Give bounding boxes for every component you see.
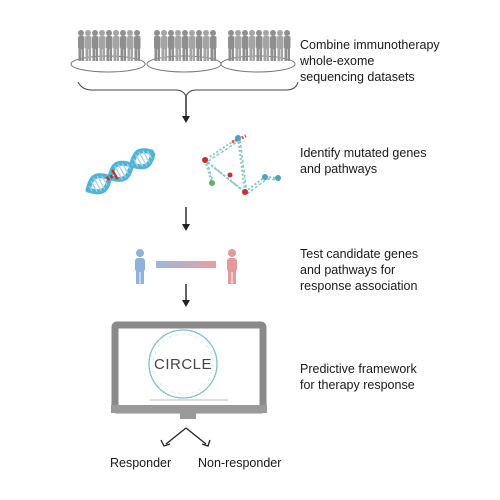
patient-cohorts: [70, 30, 296, 73]
arrow-head-icon: [182, 116, 190, 123]
circle-ring: [148, 329, 218, 399]
cohort-bracket: [77, 81, 299, 98]
step-3-line-3: response association: [300, 279, 418, 293]
step-2-line-1: Identify mutated genes: [300, 146, 427, 160]
patient-cohort-icon: [70, 30, 146, 73]
patient-cohort-icon: [220, 30, 296, 73]
outcome-split-arrows: [160, 427, 211, 447]
step-4-line-1: Predictive framework: [300, 362, 417, 376]
arrow-head-icon: [182, 224, 190, 231]
step-1-line-2: whole-exome: [300, 54, 375, 68]
flow-arrows: [182, 96, 190, 307]
step-4-line-2: for therapy response: [300, 378, 415, 392]
step-4-label: Predictive framework for therapy respons…: [300, 361, 417, 393]
step-3-line-2: and pathways for: [300, 263, 396, 277]
response-comparison: [135, 249, 237, 284]
step-3-label: Test candidate genes and pathways for re…: [300, 246, 418, 294]
arrow-head-icon: [182, 300, 190, 307]
patient-cohort-icon: [146, 30, 222, 73]
pathway-network-icon: [202, 134, 281, 195]
dna-helix-icon: [85, 148, 156, 195]
step-2-line-2: and pathways: [300, 162, 378, 176]
step-1-label: Combine immunotherapy whole-exome sequen…: [300, 37, 440, 85]
step-1-line-3: sequencing datasets: [300, 70, 415, 84]
step-3-line-1: Test candidate genes: [300, 247, 419, 261]
step-2-label: Identify mutated genes and pathways: [300, 145, 426, 177]
responder-label: Responder: [110, 456, 172, 470]
monitor-icon: [111, 321, 267, 419]
non-responder-person-icon: [227, 249, 237, 284]
association-bar: [156, 261, 216, 268]
responder-person-icon: [135, 249, 145, 284]
non-responder-label: Non-responder: [198, 456, 282, 470]
framework-name: CIRCLE: [153, 356, 212, 373]
step-1-line-1: Combine immunotherapy: [300, 38, 440, 52]
